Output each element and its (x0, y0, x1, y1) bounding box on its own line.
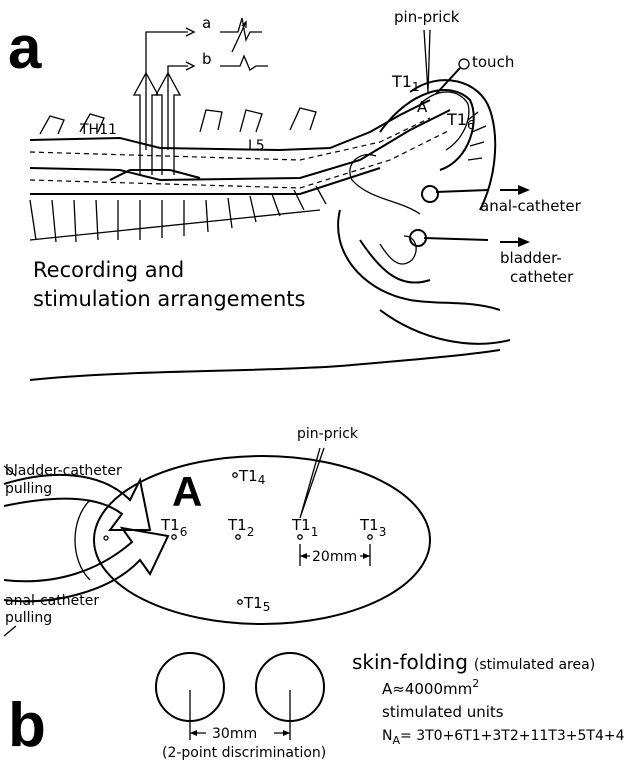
recording-traces (146, 18, 268, 150)
th11-label: TH11 (79, 122, 117, 138)
bladder-catheter-label-2: catheter (510, 268, 574, 286)
trace-b-label: b (202, 50, 212, 68)
t1-6-label: T16 (446, 110, 475, 132)
fold-point (104, 536, 108, 540)
l5-label: L5 (248, 138, 265, 154)
anal-arrow-head (518, 185, 530, 195)
touch-label: touch (472, 53, 514, 71)
pin-prick-label: pin-prick (394, 8, 460, 26)
bladder-pull-label-2: pulling (5, 481, 52, 497)
units-formula: NA= 3T0+6T1+3T2+11T3+5T4+4P (382, 728, 625, 747)
point-t1-1: T11 (291, 516, 318, 539)
anal-pull-label-1: anal-catheter (5, 593, 99, 609)
point-t1-4: T14 (238, 467, 265, 487)
distance-30mm: 30mm (212, 726, 257, 742)
area-a-label: A (417, 98, 428, 116)
electrode-arrows (134, 73, 180, 175)
bladder-arrow-head (518, 237, 530, 247)
point-t1-2: T12 (227, 516, 254, 539)
area-a-letter: A (172, 468, 202, 515)
area-value: A≈4000mm2 (382, 677, 479, 698)
pin-prick-label-b: pin-prick (297, 426, 359, 442)
caption-line-1: Recording and (33, 258, 184, 282)
panel-a-letter: a (8, 14, 42, 81)
trace-a-label: a (202, 14, 211, 32)
point-t1-3: T13 (359, 516, 386, 539)
point-t1-5: T15 (243, 594, 270, 614)
skin-folding-label: skin-folding(stimulated area) (352, 650, 595, 674)
anal-pull-arrow (4, 528, 168, 601)
skin-fold-curve (75, 500, 90, 580)
t1-1-label: T11 (391, 72, 420, 94)
distance-20mm: 20mm (312, 549, 357, 565)
stimulated-units-label: stimulated units (382, 703, 504, 721)
bladder-pull-label-1: bladder-catheter (5, 463, 122, 479)
two-point-label: (2-point discrimination) (162, 745, 326, 761)
anal-pull-label-2: pulling (5, 610, 52, 626)
caption-line-2: stimulation arrangements (33, 287, 305, 311)
bladder-catheter-label-1: bladder- (500, 249, 562, 267)
panel-b-letter: b (8, 691, 46, 760)
anal-catheter-label: anal-catheter (480, 197, 582, 215)
anal-pull-tick (4, 626, 16, 636)
touch-probe (459, 59, 469, 69)
